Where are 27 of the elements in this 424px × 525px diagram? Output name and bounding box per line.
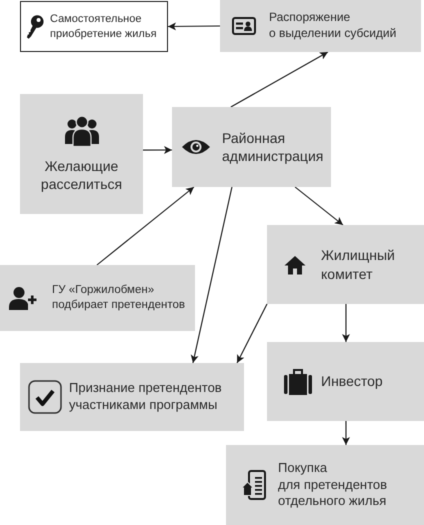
process-box: [20, 363, 244, 431]
arrow: [236, 304, 268, 364]
node-label: Распоряжение о выделении субсидий: [269, 10, 396, 42]
process-box: [226, 445, 424, 525]
node-label: Признание претендентов участниками программы: [69, 380, 222, 414]
arrow: [168, 22, 220, 30]
arrow: [143, 146, 172, 154]
process-box: [20, 1, 168, 52]
node-label: ГУ «Горжилобмен» подбирает претендентов: [52, 283, 185, 313]
node-label: Районная администрация: [222, 128, 324, 166]
arrow: [230, 52, 328, 108]
process-box: [220, 0, 421, 52]
arrow: [96, 186, 194, 266]
process-box: [267, 342, 424, 421]
node-label: Покупка для претендентов отдельного жилья: [278, 460, 388, 510]
process-box: [267, 225, 424, 304]
node-label: Желающие расселиться: [40, 156, 122, 194]
node-label: Самостоятельное приобретение жилья: [50, 12, 157, 41]
arrow: [294, 186, 344, 226]
node-label: Инвестор: [321, 372, 383, 391]
arrow: [342, 421, 350, 445]
process-box: [20, 94, 143, 214]
process-box: [0, 265, 195, 331]
process-box: [172, 107, 331, 187]
node-label: Жилищный комитет: [321, 246, 395, 283]
arrow: [190, 186, 232, 364]
arrow: [342, 304, 350, 342]
